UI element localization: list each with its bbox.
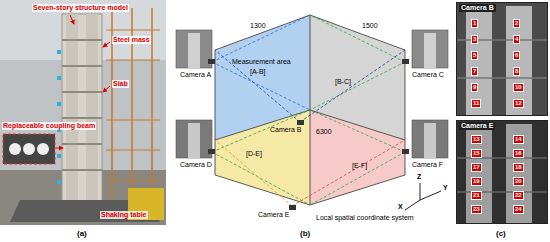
marker-box: 15 (471, 149, 482, 158)
callout-number: 20 (515, 178, 522, 185)
area-label: [D-E] (246, 150, 262, 158)
marker-box: 12 (513, 99, 524, 108)
area-label: [E-F] (352, 162, 367, 170)
part-label: Replaceable coupling beam (2, 122, 96, 130)
area-label: [A-B] (250, 68, 266, 76)
marker-box: 1 (471, 19, 478, 28)
callout-number: 16 (515, 150, 522, 157)
panel-caption: (c) (496, 229, 506, 238)
callout-number: 18 (515, 164, 522, 171)
callout-number: 13 (473, 136, 480, 143)
marker-box: 10 (513, 83, 524, 92)
marker-box: 22 (513, 191, 524, 200)
callout-number: 12 (515, 100, 522, 107)
camera-layout (176, 15, 448, 210)
callout-number: 19 (473, 178, 480, 185)
camera-label: Camera A (180, 71, 211, 79)
marker-box: 6 (513, 51, 520, 60)
callout-number: 5 (473, 52, 476, 59)
lab-photo (0, 0, 166, 225)
callout-number: 1 (473, 20, 476, 27)
callout-number: 21 (473, 192, 480, 199)
callout-number: 17 (473, 164, 480, 171)
panel-caption: (a) (77, 229, 87, 238)
callout-number: 24 (515, 206, 522, 213)
marker-box: 9 (471, 83, 478, 92)
photo-title: Camera E (459, 122, 495, 130)
callout-number: 3 (473, 36, 476, 43)
dimension-label: 6300 (316, 128, 332, 136)
marker-box: 20 (513, 177, 524, 186)
marker-box: 8 (513, 67, 520, 76)
marker-box: 13 (471, 135, 482, 144)
marker-box: 2 (513, 19, 520, 28)
camera-label: Camera B (270, 126, 302, 134)
callout-number: 6 (515, 52, 518, 59)
axis-caption: Local spatial coordinate system (316, 214, 414, 222)
photo-title: Camera B (459, 4, 496, 12)
callout-number: 11 (473, 100, 479, 107)
marker-box: 23 (471, 205, 482, 214)
part-label: Seven-story structure model (32, 4, 129, 12)
callout-number: 14 (515, 136, 522, 143)
callout-number: 15 (473, 150, 480, 157)
axis-label: Y (443, 184, 448, 192)
callout-number: 23 (473, 206, 480, 213)
part-label: Shaking table (100, 211, 148, 219)
camera-label: Camera C (412, 71, 444, 79)
marker-box: 5 (471, 51, 478, 60)
marker-box: 16 (513, 149, 524, 158)
marker-box: 14 (513, 135, 524, 144)
marker-box: 4 (513, 35, 520, 44)
part-label: Slab (112, 80, 129, 88)
marker-box: 18 (513, 163, 524, 172)
callout-number: 22 (515, 192, 522, 199)
callout-number: 9 (473, 84, 476, 91)
marker-box: 7 (471, 67, 478, 76)
dimension-label: 1300 (250, 22, 266, 30)
dimension-label: 1500 (362, 22, 378, 30)
callout-number: 7 (473, 68, 476, 75)
marker-box: 17 (471, 163, 482, 172)
marker-box: 24 (513, 205, 524, 214)
marker-box: 3 (471, 35, 478, 44)
marker-box: 19 (471, 177, 482, 186)
panel-caption: (b) (300, 229, 310, 238)
callout-number: 10 (515, 84, 522, 91)
camera-label: Camera E (258, 211, 290, 219)
axis-label: Z (417, 173, 421, 181)
camera-photos (456, 2, 548, 224)
callout-number: 2 (515, 20, 518, 27)
marker-box: 11 (471, 99, 481, 108)
callout-number: 4 (515, 36, 518, 43)
area-label: Measurement area (232, 58, 291, 66)
axis-label: X (398, 203, 403, 211)
marker-box: 21 (471, 191, 482, 200)
camera-photo: Camera E 13 14 15 16 17 18 19 20 21 22 23 24 (456, 120, 548, 224)
part-label: Steel mass (112, 36, 151, 44)
camera-label: Camera F (412, 161, 443, 169)
callout-number: 8 (515, 68, 518, 75)
camera-label: Camera D (180, 161, 212, 169)
camera-photo: Camera B123456789101112 (456, 2, 548, 116)
area-label: [B-C] (335, 78, 351, 86)
